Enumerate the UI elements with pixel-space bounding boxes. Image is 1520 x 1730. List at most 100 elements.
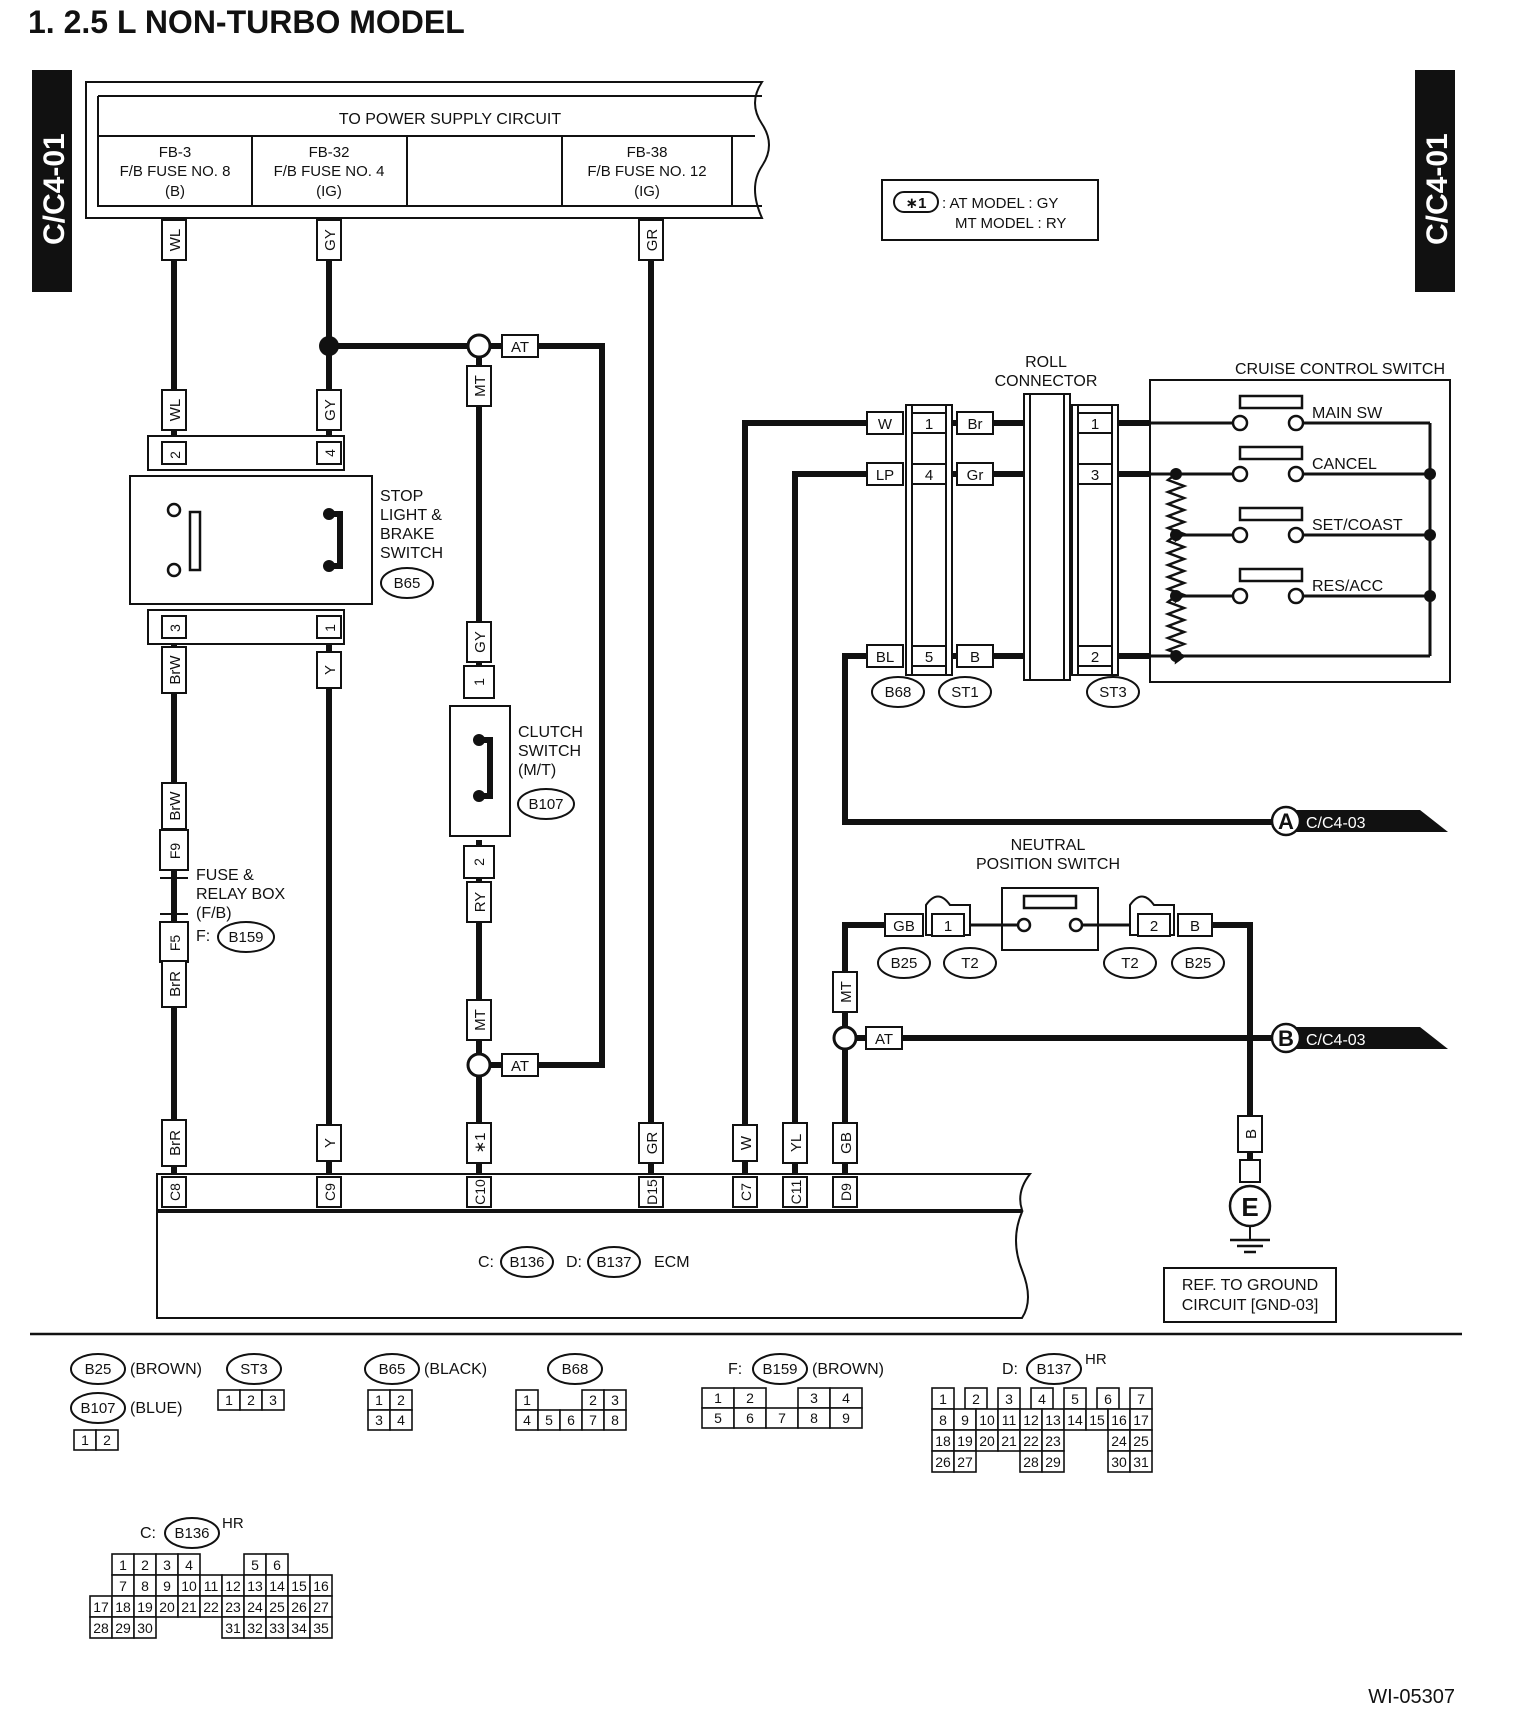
svg-text:5: 5 [1071,1391,1079,1407]
svg-text:1: 1 [119,1557,127,1573]
svg-text:LIGHT &: LIGHT & [380,507,442,524]
wire-label: LP [866,462,904,486]
svg-text:10: 10 [181,1578,197,1594]
svg-text:C:: C: [478,1254,494,1271]
legend-b65-color: (BLACK) [424,1361,487,1378]
svg-text:Gr: Gr [967,467,984,484]
clutch-switch-connector: B107 [528,796,563,813]
svg-text:1: 1 [375,1392,383,1408]
stop-switch-connector: B65 [394,575,421,592]
wire-label: ∗1 [466,1122,492,1164]
svg-text:2: 2 [141,1557,149,1573]
svg-text:C/C4-01: C/C4-01 [1421,133,1454,245]
wires [171,218,1280,1175]
svg-text:B: B [1190,918,1200,935]
ground-ref-line1: REF. TO GROUND [1182,1277,1318,1294]
power-supply-box: TO POWER SUPPLY CIRCUIT FB-3 F/B FUSE NO… [85,81,770,219]
svg-text:16: 16 [313,1578,329,1594]
svg-text:BRAKE: BRAKE [380,526,434,543]
fuse-fb38-line1: FB-38 [627,144,668,161]
fuse-relay-connector: B159 [228,929,263,946]
ground-symbol: E REF. TO GROUND CIRCUIT [GND-03] [1163,1159,1337,1323]
svg-text:17: 17 [93,1599,109,1615]
wire-label: GB [884,913,924,937]
svg-text:(M/T): (M/T) [518,762,556,779]
svg-text:3: 3 [810,1390,818,1406]
clutch-switch: 1 2 CLUTCH SWITCH (M/T) B107 [449,665,583,879]
svg-text:CLUTCH: CLUTCH [518,724,583,741]
svg-text:F5: F5 [167,935,183,952]
fuse-fb32-line3: (IG) [316,183,342,200]
svg-text:GY: GY [472,631,489,653]
svg-text:MT: MT [472,1009,489,1031]
svg-text:SWITCH: SWITCH [380,545,443,562]
svg-text:(F/B): (F/B) [196,905,232,922]
svg-text:13: 13 [1045,1412,1061,1428]
neutral-position-switch: NEUTRAL POSITION SWITCH 1 2 B25 T2 T2 B2… [877,837,1225,979]
svg-text:7: 7 [778,1410,786,1426]
svg-text:1: 1 [523,1392,531,1408]
svg-text:NEUTRAL: NEUTRAL [1011,837,1086,854]
svg-text:31: 31 [225,1620,241,1636]
svg-text:B25: B25 [891,955,918,972]
legend-b136-name: B136 [174,1525,209,1542]
svg-text:2: 2 [589,1392,597,1408]
svg-text:T2: T2 [961,955,979,972]
svg-text:POSITION SWITCH: POSITION SWITCH [976,856,1120,873]
ref-arrow-b: B C/C4-03 [1270,1022,1448,1054]
svg-text:16: 16 [1111,1412,1127,1428]
svg-text:9: 9 [163,1578,171,1594]
svg-text:22: 22 [203,1599,219,1615]
svg-text:1: 1 [939,1391,947,1407]
svg-text:3: 3 [269,1392,277,1408]
svg-text:3: 3 [611,1392,619,1408]
svg-text:19: 19 [957,1433,973,1449]
svg-text:10: 10 [979,1412,995,1428]
svg-text:4: 4 [925,467,933,484]
legend-b159-prefix: F: [728,1361,742,1378]
wire-label: RY [466,881,492,923]
ecm-block: C: B136 D: B137 ECM [156,1173,1033,1319]
svg-text:3: 3 [375,1412,383,1428]
svg-text:ROLL: ROLL [1025,354,1067,371]
note-line1: : AT MODEL : GY [942,195,1058,212]
svg-text:4: 4 [523,1412,531,1428]
svg-text:D9: D9 [838,1183,854,1201]
svg-text:WL: WL [167,229,184,252]
stop-light-brake-switch: 2 4 3 1 STOP LIGHT & BRAKE SWITCH B65 [129,435,443,645]
svg-text:C/C4-01: C/C4-01 [38,133,71,245]
legend-b107-color: (BLUE) [130,1400,182,1417]
svg-text:∗1: ∗1 [472,1133,489,1154]
ecm-pin: C11 [782,1176,808,1208]
svg-text:26: 26 [935,1454,951,1470]
svg-text:1: 1 [944,918,952,935]
svg-text:9: 9 [961,1412,969,1428]
svg-text:2: 2 [1150,918,1158,935]
svg-text:3: 3 [1091,467,1099,484]
legend-b137-suffix: HR [1085,1351,1107,1368]
svg-text:21: 21 [181,1599,197,1615]
svg-text:1: 1 [322,624,338,632]
wire-label: Br [956,411,994,435]
figure-id: WI-05307 [1368,1686,1455,1708]
svg-text:WL: WL [167,399,184,422]
connector-legend: B25 (BROWN) ST3 B107 (BLUE) B65 (BLACK) … [70,1351,1107,1549]
wire-label: GY [316,219,342,261]
svg-text:8: 8 [939,1412,947,1428]
fuse-relay-box: F9 F5 FUSE & RELAY BOX (F/B) F: B159 [159,829,286,963]
wire-label: MT [832,971,858,1013]
svg-text:CANCEL: CANCEL [1312,456,1377,473]
fuse-fb38-line2: F/B FUSE NO. 12 [587,163,706,180]
wire-label: GY [316,389,342,431]
svg-text:8: 8 [810,1410,818,1426]
svg-text:GR: GR [644,1132,661,1155]
wire-label: GR [638,219,664,261]
svg-text:17: 17 [1133,1412,1149,1428]
